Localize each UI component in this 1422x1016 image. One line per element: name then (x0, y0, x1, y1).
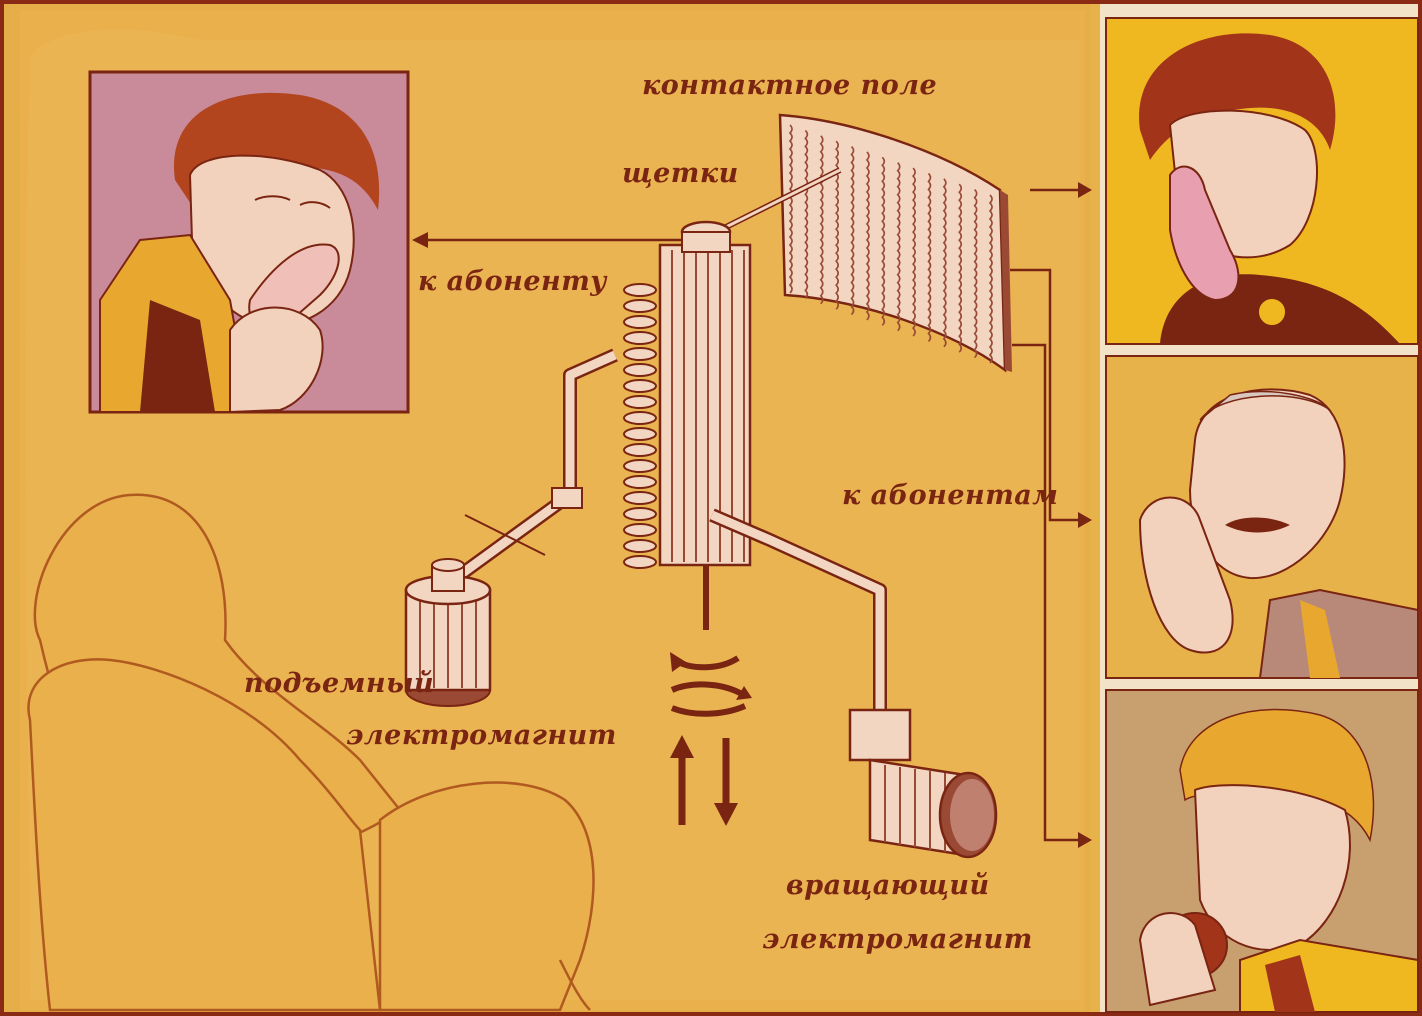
brushes-label: щетки (622, 160, 739, 187)
rotating-magnet-label-line1: вращающий (786, 872, 990, 899)
ratchet-tooth (624, 460, 656, 472)
ratchet-tooth (624, 348, 656, 360)
ratchet-tooth (624, 508, 656, 520)
ratchet-tooth (624, 412, 656, 424)
ratchet-tooth (624, 556, 656, 568)
ratchet-tooth (624, 332, 656, 344)
ratchet-tooth (624, 300, 656, 312)
to-subscriber-label: к абоненту (418, 268, 607, 295)
ratchet-tooth (624, 540, 656, 552)
ratchet-tooth (624, 428, 656, 440)
to-subscribers-label: к абонентам (842, 482, 1058, 509)
subscriber-panel-man-mustache (1106, 356, 1418, 678)
ratchet-tooth (624, 396, 656, 408)
lifting-magnet-label-line2: электромагнит (346, 722, 617, 749)
lifting-magnet-label-line1: подъемный (244, 670, 434, 697)
subscriber-panel-woman (1106, 18, 1418, 344)
contact-field-label: контактное поле (642, 72, 937, 99)
subscriber-panel-young-man (1106, 690, 1418, 1012)
ratchet-tooth (624, 380, 656, 392)
ratchet-tooth (624, 364, 656, 376)
caller-panel (90, 72, 408, 412)
ratchet-tooth (624, 476, 656, 488)
ratchet-tooth (624, 492, 656, 504)
ratchet-tooth (624, 524, 656, 536)
ratchet-tooth (624, 444, 656, 456)
ratchet-tooth (624, 316, 656, 328)
ratchet-tooth (624, 284, 656, 296)
rotating-magnet-label-line2: электромагнит (762, 926, 1033, 953)
